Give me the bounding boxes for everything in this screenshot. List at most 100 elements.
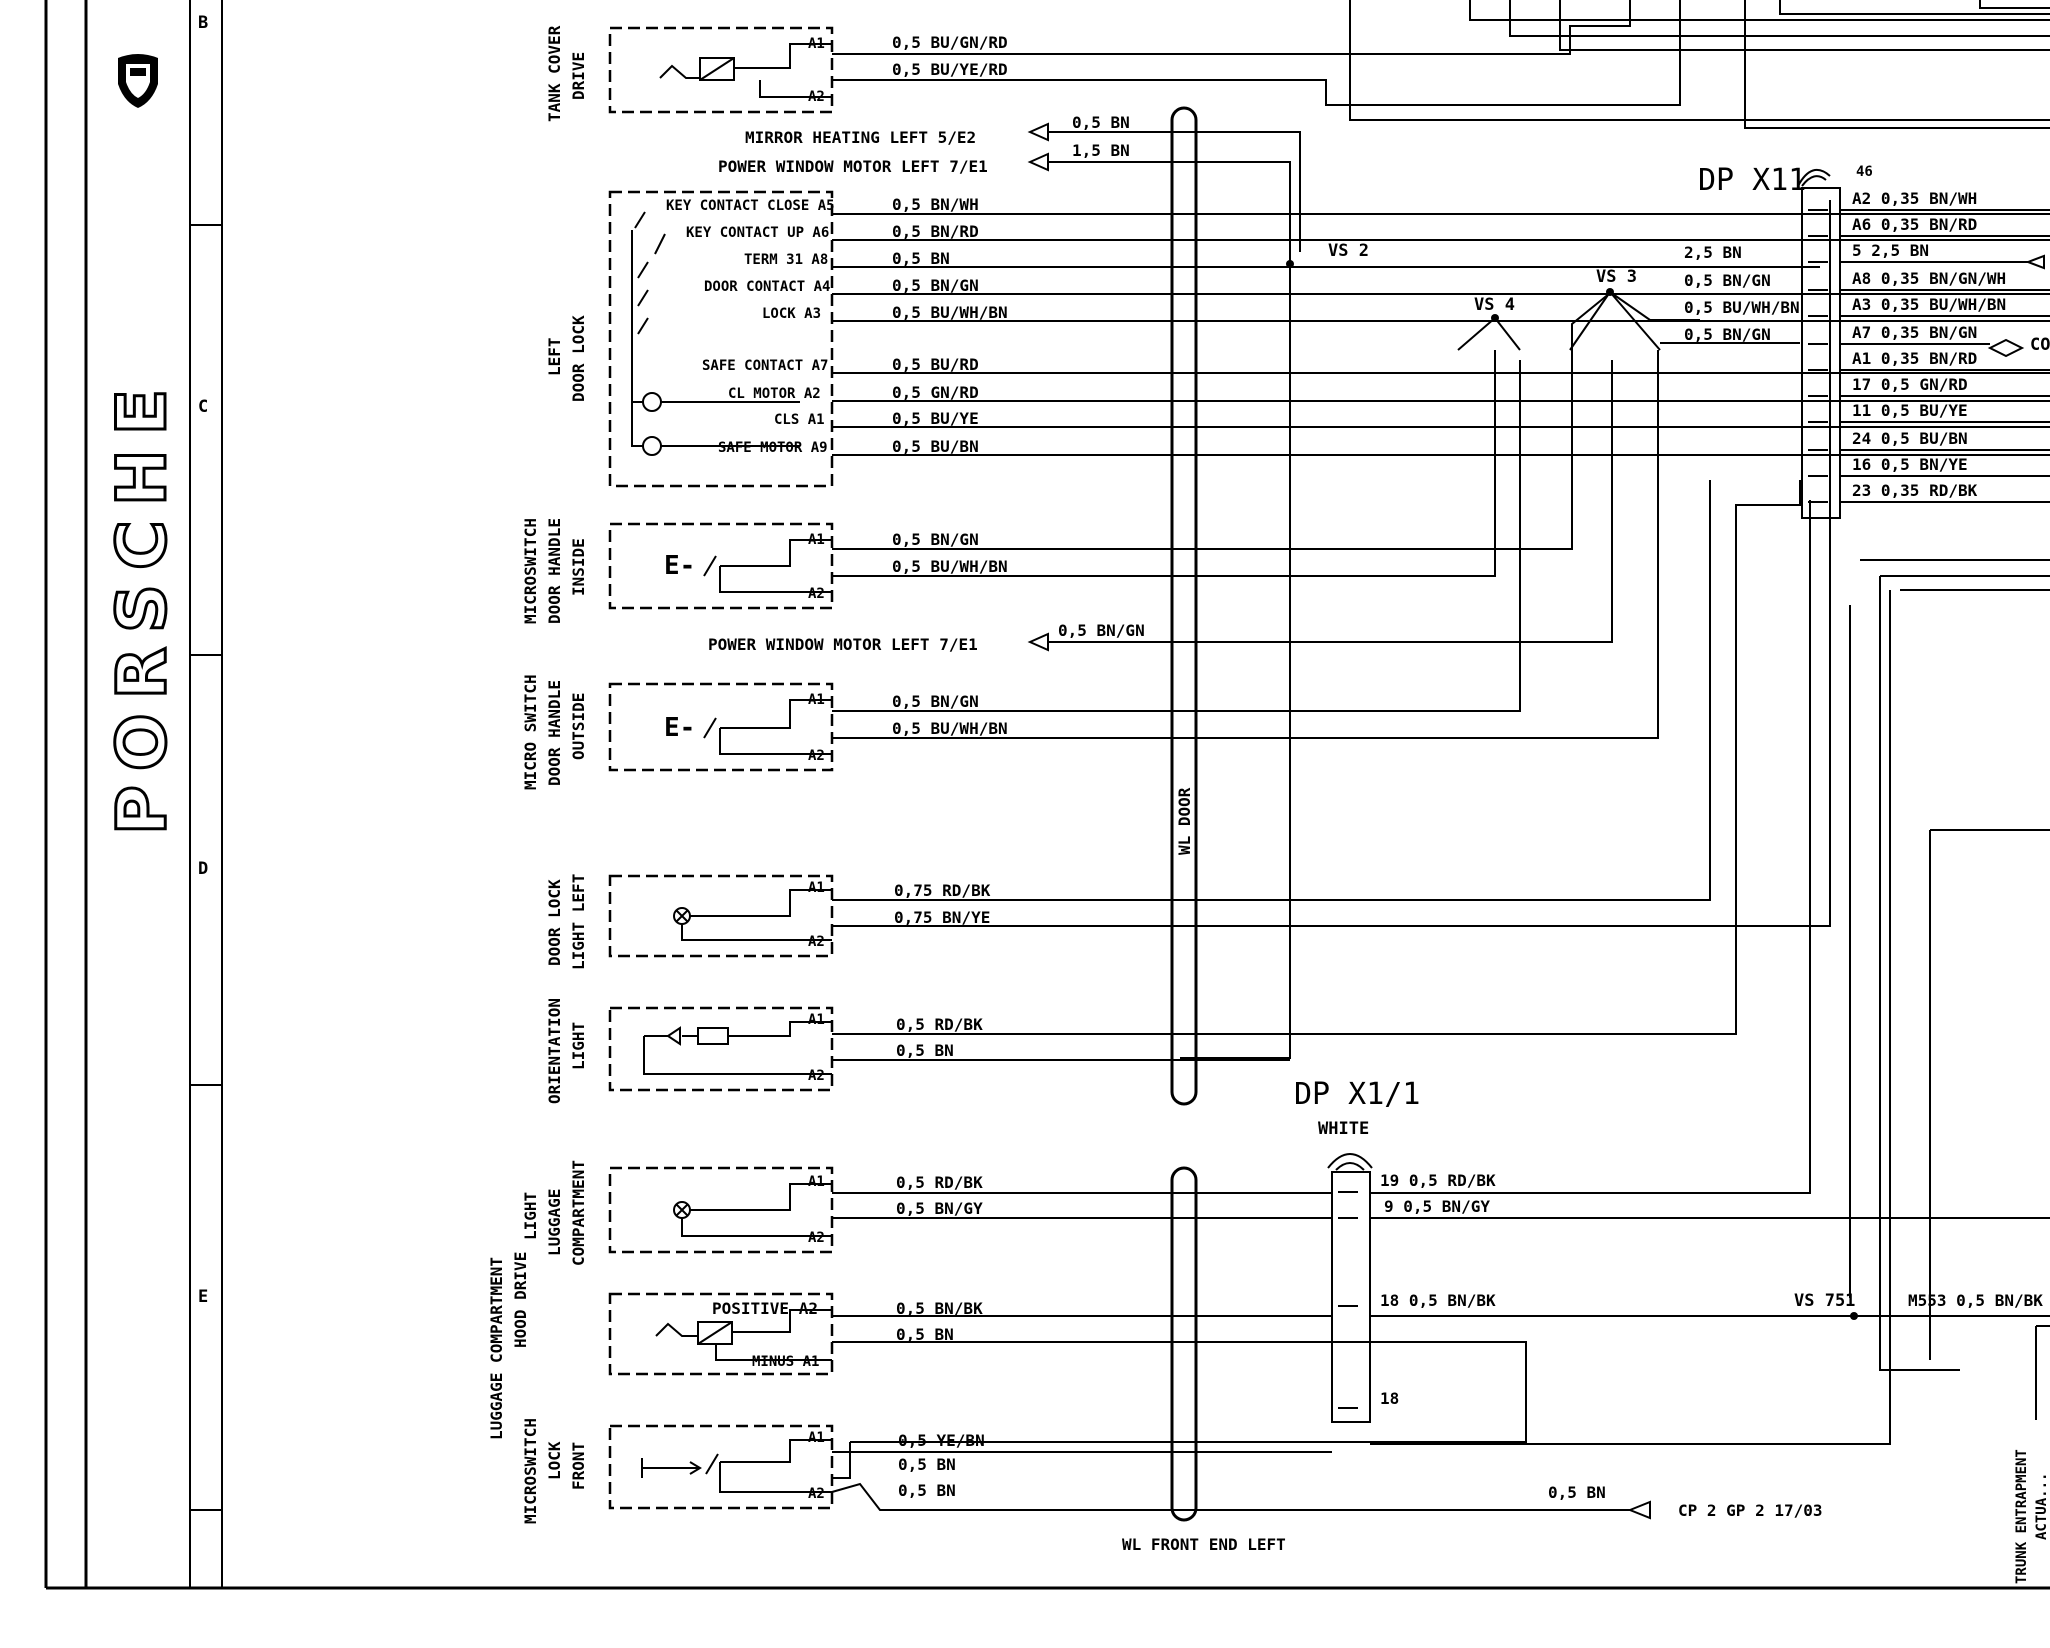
ol-pin-a1: A1 [808, 1012, 825, 1028]
door-lock-label-1: LEFT [545, 337, 564, 376]
llc-label-2: LUGGAGE [545, 1189, 564, 1256]
vs3-wire-1: 2,5 BN [1684, 243, 1742, 262]
grid-letters: B C D E [198, 13, 208, 1307]
ms-out-label-2: DOOR HANDLE [545, 680, 564, 786]
dp-x11-connector: DP X11 46 A2 0,35 BN/WH A6 0,35 BN/RD 5 … [1698, 163, 2050, 519]
hood-pin-minus: MINUS A1 [752, 1354, 819, 1370]
hood-drive: LUGGAGE COMPARTMENT HOOD DRIVE POSITIVE … [487, 1252, 983, 1440]
dp-x11-row-3: 5 2,5 BN [1852, 241, 1929, 260]
tank-pin-a2: A2 [808, 89, 825, 105]
ms-out-wire-1: 0,5 BN/GN [892, 692, 979, 711]
ol-wire-2: 0,5 BN [896, 1041, 954, 1060]
mirror-reference: MIRROR HEATING LEFT 5/E2 0,5 BN [745, 113, 1301, 252]
ms-out-pin-a1: A1 [808, 692, 825, 708]
grid-letter-b: B [198, 13, 208, 33]
ms-out-wire-2: 0,5 BU/WH/BN [892, 719, 1008, 738]
splice-vs2: VS 2 [1328, 241, 1369, 261]
mlf-wire-2: 0,5 BN [898, 1455, 956, 1474]
llc-label-1: LIGHT [521, 1192, 540, 1240]
microswitch-lock-front: MICROSWITCH LOCK FRONT A1 A2 0,5 YE/BN 0… [521, 1418, 985, 1524]
dp-x11-row-8: 17 0,5 GN/RD [1852, 375, 1968, 394]
dp-x11-row-9: 11 0,5 BU/YE [1852, 401, 1968, 420]
door-lock-label-2: DOOR LOCK [569, 315, 588, 402]
dp-x11-row-7: A1 0,35 BN/RD [1852, 349, 1977, 368]
pw-ref-text: POWER WINDOW MOTOR LEFT 7/E1 [718, 157, 988, 176]
ol-pin-a2: A2 [808, 1068, 825, 1084]
hood-wire-2: 0,5 BN [896, 1325, 954, 1344]
dl-row-1-text: KEY CONTACT CLOSE A5 [666, 198, 835, 214]
dl-row-3-text: TERM 31 A8 [744, 252, 828, 268]
llc-wire-1: 0,5 RD/BK [896, 1173, 983, 1192]
wl-front-label: WL FRONT END LEFT [1122, 1535, 1286, 1554]
splices: VS 2 VS 3 VS 4 [1286, 241, 1700, 351]
dll-pin-a1: A1 [808, 880, 825, 896]
dp-x11-title: DP X11 [1698, 163, 1806, 198]
mlf-pin-a2: A2 [808, 1486, 825, 1502]
grid-letter-d: D [198, 859, 208, 879]
cp-reference: 0,5 BN CP 2 GP 2 17/03 [1548, 1483, 1823, 1520]
dp-x11-top-pin: 46 [1856, 164, 1873, 180]
tank-cover-label-2: DRIVE [569, 52, 588, 100]
mlf-label-1: MICROSWITCH [521, 1418, 540, 1524]
upper-bus-lines [1349, 0, 2050, 1371]
wl-door-harness: WL DOOR [1170, 106, 1198, 1106]
dll-wire-1: 0,75 RD/BK [894, 881, 991, 900]
dp-x11-row-6: A7 0,35 BN/GN [1852, 323, 1977, 342]
tank-cover-label-1: TANK COVER [545, 25, 564, 122]
dp-x11-row-4: A8 0,35 BN/GN/WH [1852, 269, 2006, 288]
tank-wire-2: 0,5 BU/YE/RD [892, 60, 1008, 79]
dll-wire-2: 0,75 BN/YE [894, 908, 990, 927]
sheet-frame [44, 0, 2050, 1590]
ms-out-pin-a2: A2 [808, 748, 825, 764]
luggage-group-label-1: LUGGAGE COMPARTMENT [487, 1257, 506, 1440]
power-window-reference: POWER WINDOW MOTOR LEFT 7/E1 1,5 BN [718, 141, 1291, 1059]
ms-in-label-1: MICROSWITCH [521, 518, 540, 624]
dl-row-6-text: SAFE CONTACT A7 [702, 358, 828, 374]
power-window-reference-2: POWER WINDOW MOTOR LEFT 7/E1 0,5 BN/GN [708, 360, 1613, 654]
dp-x11-row-5: A3 0,35 BU/WH/BN [1852, 295, 2006, 314]
tank-wire-1: 0,5 BU/GN/RD [892, 33, 1008, 52]
door-lock-light-left: DOOR LOCK LIGHT LEFT A1 A2 0,75 RD/BK 0,… [545, 874, 991, 970]
mlf-label-3: FRONT [569, 1442, 588, 1490]
ol-label-2: LIGHT [569, 1022, 588, 1070]
dl-wire-6: 0,5 BU/RD [892, 355, 979, 374]
dp-x11-row-12: 23 0,35 RD/BK [1852, 481, 1978, 500]
grid-letter-c: C [198, 397, 208, 417]
dl-row-2-text: KEY CONTACT UP A6 [686, 225, 829, 241]
dp-x11-row-10: 24 0,5 BU/BN [1852, 429, 1968, 448]
ms-in-wire-2: 0,5 BU/WH/BN [892, 557, 1008, 576]
door-lock-wires [832, 213, 2050, 456]
llc-wire-2: 0,5 BN/GY [896, 1199, 983, 1218]
mlf-wire-1: 0,5 YE/BN [898, 1431, 985, 1450]
dll-label-2: LIGHT LEFT [569, 874, 588, 970]
cp-ref-wire: 0,5 BN [1548, 1483, 1606, 1502]
wl-front-harness: WL FRONT END LEFT [1122, 1166, 1286, 1554]
microswitch-inside: MICROSWITCH DOOR HANDLE INSIDE E- A1 A2 … [521, 518, 1008, 624]
dp-x1-row-1: 19 0,5 RD/BK [1380, 1171, 1496, 1190]
orientation-light: ORIENTATION LIGHT A1 A2 0,5 RD/BK 0,5 BN [545, 998, 983, 1104]
porsche-crest-icon [118, 54, 158, 108]
tank-pin-a1: A1 [808, 36, 825, 52]
mlf-pin-a1: A1 [808, 1430, 825, 1446]
luggage-group-label-2: HOOD DRIVE [511, 1252, 530, 1348]
svg-text:E-: E- [664, 551, 695, 581]
ol-wire-1: 0,5 RD/BK [896, 1015, 983, 1034]
dl-wire-5: 0,5 BU/WH/BN [892, 303, 1008, 322]
ms-in-label-2: DOOR HANDLE [545, 518, 564, 624]
dl-wire-7: 0,5 GN/RD [892, 383, 979, 402]
splice-vs3: VS 3 [1596, 267, 1637, 287]
mlf-label-2: LOCK [545, 1441, 564, 1480]
hood-pin-positive: POSITIVE A2 [712, 1299, 818, 1318]
dl-row-8-text: CLS A1 [774, 412, 825, 428]
dp-x11-side-text: CO [2030, 335, 2050, 355]
llc-label-3: COMPARTMENT [569, 1160, 588, 1266]
vs751-splice: VS 751 M553 0,5 BN/BK [1794, 1291, 2043, 1320]
ms-in-pin-a2: A2 [808, 586, 825, 602]
dp-x1-1-subtitle: WHITE [1318, 1119, 1369, 1139]
mirror-ref-text: MIRROR HEATING LEFT 5/E2 [745, 128, 976, 147]
trunk-label-2: ACTUA... [2034, 1473, 2050, 1540]
dp-x1-row-3: 18 0,5 BN/BK [1380, 1291, 1496, 1310]
dl-wire-3: 0,5 BN [892, 249, 950, 268]
cp-ref-text: CP 2 GP 2 17/03 [1678, 1501, 1823, 1520]
dp-x11-row-1: A2 0,35 BN/WH [1852, 189, 1977, 208]
